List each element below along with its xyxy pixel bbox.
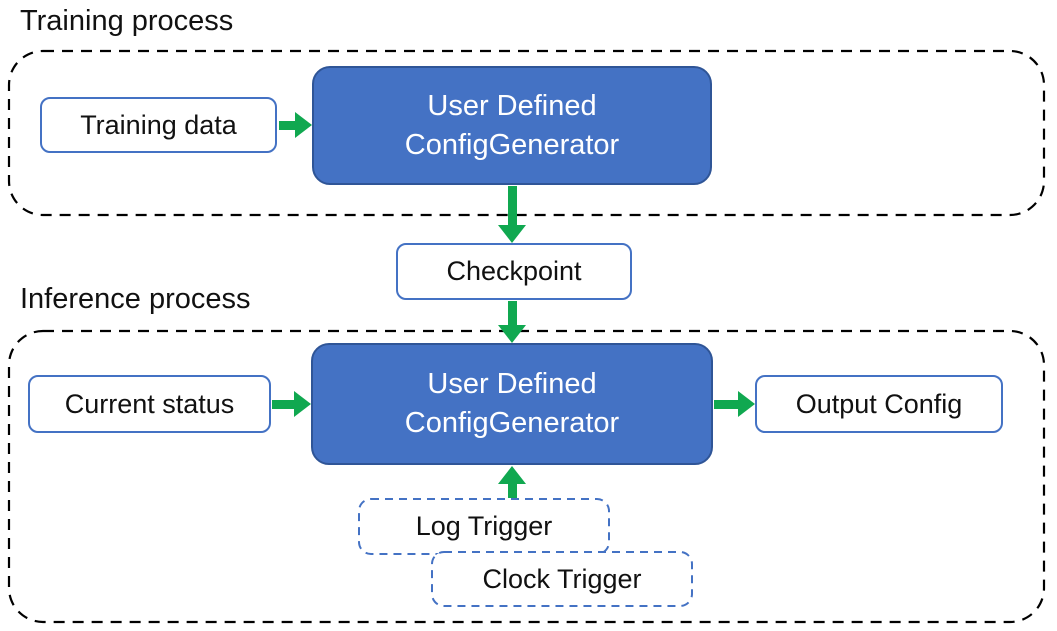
- log-trigger-label: Log Trigger: [415, 511, 553, 541]
- arrow-shaft: [507, 484, 517, 498]
- arrow-checkpoint-to-generator: [498, 301, 526, 343]
- clock-trigger-dashed-border: [431, 551, 693, 607]
- arrow-current-status-to-generator: [272, 391, 311, 417]
- arrow-shaft: [507, 301, 517, 325]
- arrow-training-data-to-generator: [279, 112, 312, 138]
- current-status-label: Current status: [64, 388, 235, 419]
- arrow-shaft: [714, 399, 738, 409]
- arrow-generator-to-checkpoint: [498, 186, 526, 243]
- generator-inference-line1: User Defined: [427, 368, 597, 400]
- arrow-head-up-icon: [498, 466, 526, 484]
- node-training-data: Training data: [40, 97, 277, 153]
- node-current-status: Current status: [28, 375, 271, 433]
- node-output-config: Output Config: [755, 375, 1003, 433]
- generator-training-line2: ConfigGenerator: [404, 128, 620, 161]
- arrow-shaft: [272, 399, 294, 409]
- arrow-head-right-icon: [294, 391, 311, 417]
- arrow-shaft: [507, 186, 517, 225]
- node-clock-trigger: Clock Trigger: [431, 551, 693, 607]
- arrow-head-right-icon: [738, 391, 755, 417]
- node-checkpoint: Checkpoint: [396, 243, 632, 300]
- arrow-generator-to-output-config: [714, 391, 755, 417]
- training-data-label: Training data: [80, 109, 237, 140]
- arrow-head-down-icon: [498, 225, 526, 243]
- section-title-training: Training process: [20, 5, 234, 37]
- inference-process-container: [7, 329, 1046, 624]
- node-generator-inference: User Defined ConfigGenerator: [311, 343, 713, 465]
- arrow-triggers-to-generator: [498, 466, 526, 498]
- node-log-trigger: Log Trigger: [358, 498, 610, 555]
- arrow-shaft: [279, 120, 295, 130]
- generator-inference-line2: ConfigGenerator: [404, 407, 620, 439]
- clock-trigger-label: Clock Trigger: [482, 563, 642, 594]
- arrow-head-down-icon: [498, 325, 526, 343]
- training-process-container: [7, 49, 1046, 217]
- output-config-label: Output Config: [795, 388, 963, 419]
- section-title-inference: Inference process: [20, 283, 251, 315]
- checkpoint-label: Checkpoint: [446, 256, 582, 286]
- arrow-head-right-icon: [295, 112, 312, 138]
- generator-training-line1: User Defined: [427, 89, 597, 122]
- node-generator-training: User Defined ConfigGenerator: [312, 66, 712, 185]
